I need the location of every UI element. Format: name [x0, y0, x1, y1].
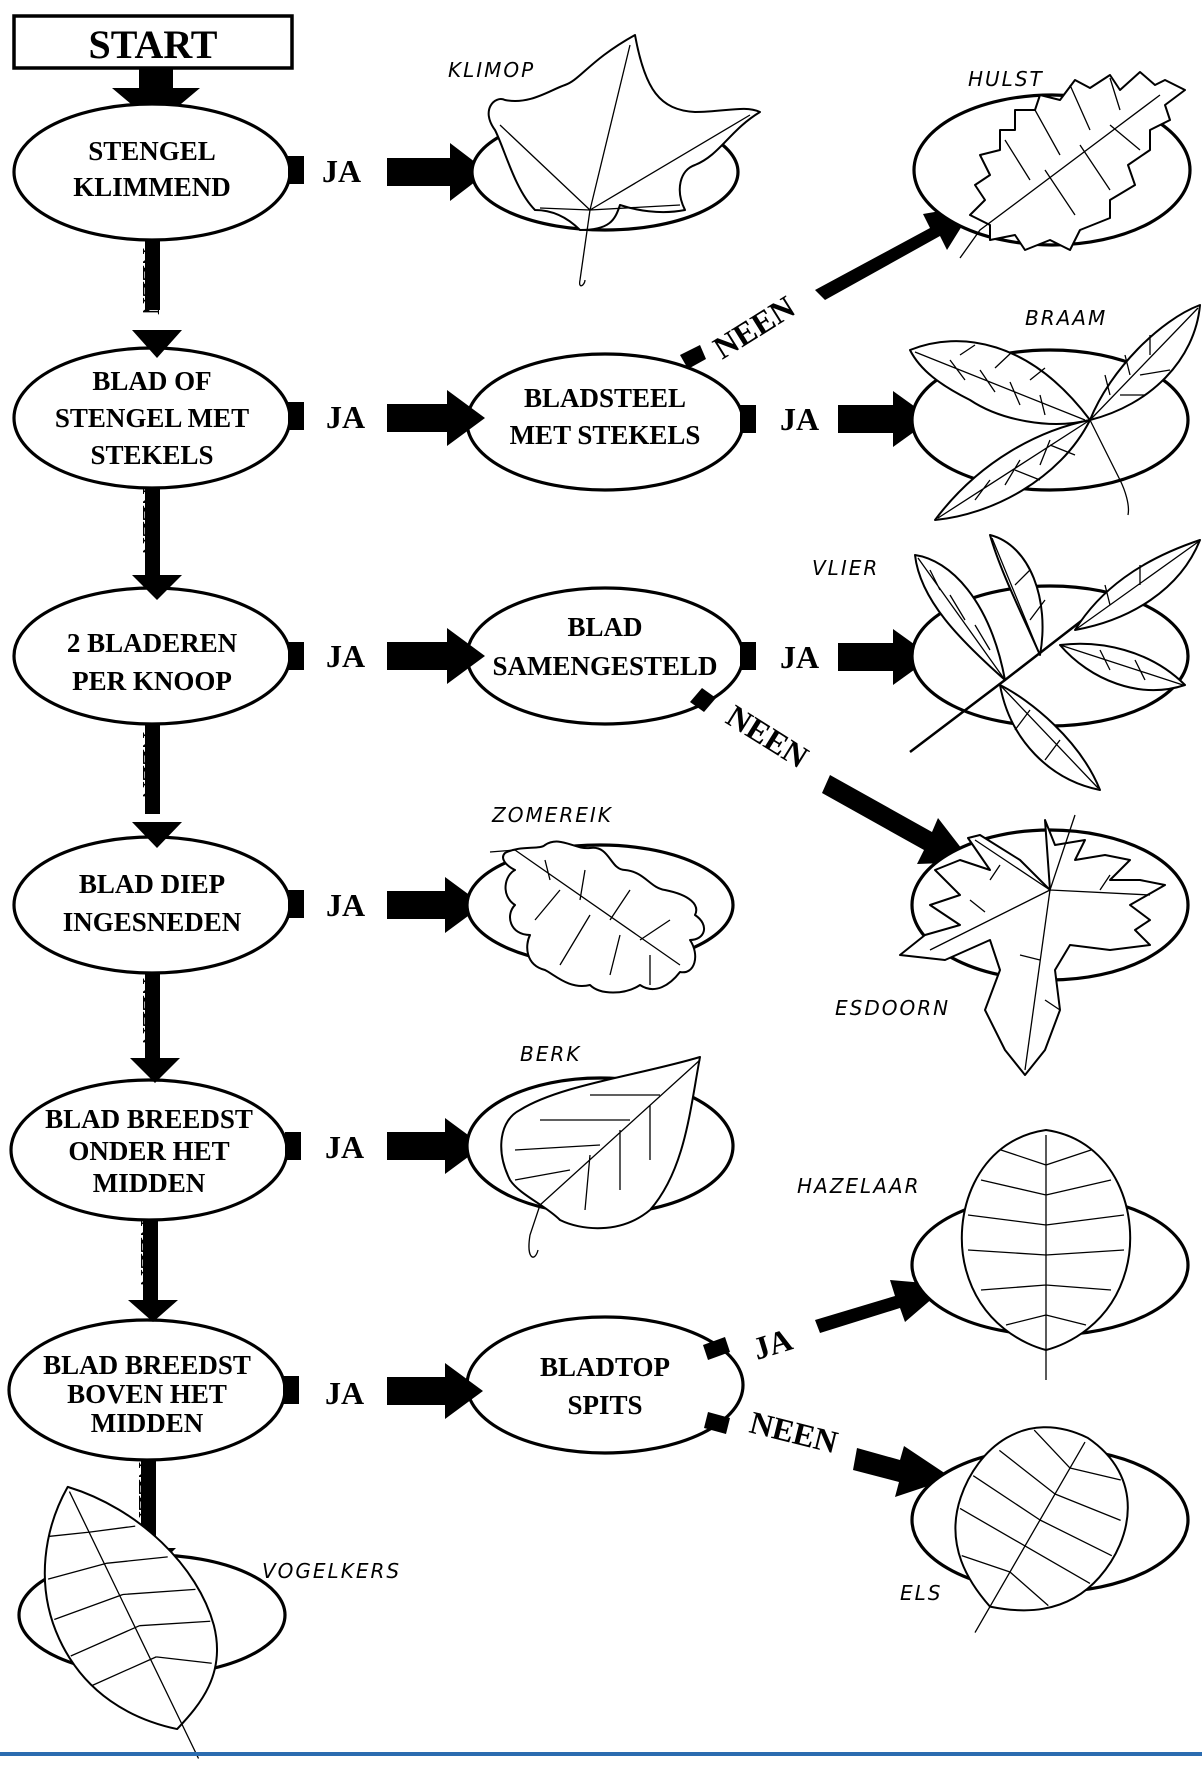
- svg-text:JA: JA: [326, 638, 365, 674]
- svg-text:JA: JA: [780, 401, 819, 437]
- ja-connector-berk: JA: [285, 1118, 483, 1174]
- svg-text:BLAD BREEDST: BLAD BREEDST: [43, 1350, 251, 1380]
- ja-connector-samengesteld: JA: [288, 628, 485, 684]
- svg-text:BLAD BREEDST: BLAD BREEDST: [45, 1104, 253, 1134]
- species-name-berk: BERK: [520, 1042, 581, 1066]
- svg-text:BOVEN HET: BOVEN HET: [67, 1379, 227, 1409]
- species-name-hulst: HULST: [968, 67, 1044, 91]
- start-label: START: [88, 22, 217, 67]
- question-blad-of-stengel-met-stekels: BLAD OF STENGEL MET STEKELS: [12, 346, 292, 490]
- maple-leaf-illustration: [899, 814, 1166, 1076]
- question-bladsteel-met-stekels: BLADSTEEL MET STEKELS: [465, 352, 745, 492]
- result-zomereik: ZOMEREIK: [465, 803, 735, 994]
- bird-cherry-leaf-illustration: [43, 1485, 219, 1759]
- hazel-leaf-illustration: [960, 1129, 1132, 1381]
- ja-connector-klimop: JA: [288, 143, 488, 201]
- svg-text:SPITS: SPITS: [567, 1390, 642, 1420]
- svg-text:STENGEL MET: STENGEL MET: [55, 403, 249, 433]
- neen-connector-esdoorn: NEEN: [690, 688, 972, 864]
- species-name-hazelaar: HAZELAAR: [797, 1174, 920, 1198]
- svg-text:NEEN: NEEN: [133, 1462, 159, 1529]
- svg-text:BLAD OF: BLAD OF: [92, 366, 211, 396]
- species-name-els: ELS: [900, 1581, 942, 1605]
- neen-connector-els: NEEN: [704, 1404, 952, 1497]
- elder-leaf-illustration: [909, 534, 1201, 791]
- birch-leaf-illustration: [500, 1056, 701, 1258]
- svg-text:STEKELS: STEKELS: [90, 440, 213, 470]
- result-klimop: KLIMOP: [448, 34, 761, 287]
- result-vogelkers: VOGELKERS: [17, 1485, 401, 1759]
- svg-text:MIDDEN: MIDDEN: [91, 1408, 204, 1438]
- neen-connector-1: NEEN: [132, 240, 182, 358]
- ja-connector-bladsteel: JA: [288, 390, 485, 446]
- species-name-esdoorn: ESDOORN: [835, 996, 950, 1020]
- svg-text:NEEN: NEEN: [137, 732, 163, 799]
- svg-text:SAMENGESTELD: SAMENGESTELD: [492, 651, 717, 681]
- result-esdoorn: ESDOORN: [835, 814, 1190, 1076]
- svg-text:JA: JA: [325, 1375, 364, 1411]
- ja-connector-bladtop: JA: [283, 1363, 483, 1419]
- result-hulst: HULST: [912, 67, 1192, 259]
- bramble-leaf-illustration: [909, 304, 1201, 521]
- result-els: ELS: [900, 1426, 1190, 1633]
- question-bladtop-spits: BLADTOP SPITS: [465, 1315, 745, 1455]
- holly-leaf-illustration: [959, 71, 1186, 259]
- svg-text:KLIMMEND: KLIMMEND: [73, 172, 231, 202]
- result-vlier: VLIER: [812, 534, 1201, 791]
- neen-connector-5: NEEN: [128, 1220, 178, 1322]
- svg-text:BLAD DIEP: BLAD DIEP: [79, 869, 225, 899]
- svg-text:NEEN: NEEN: [137, 248, 163, 315]
- svg-text:BLADTOP: BLADTOP: [540, 1352, 670, 1382]
- svg-text:INGESNEDEN: INGESNEDEN: [63, 907, 242, 937]
- svg-text:NEEN: NEEN: [137, 488, 163, 555]
- svg-text:2 BLADEREN: 2 BLADEREN: [67, 628, 238, 658]
- svg-text:JA: JA: [326, 887, 365, 923]
- svg-text:STENGEL: STENGEL: [88, 136, 216, 166]
- question-blad-breedst-onder-het-midden: BLAD BREEDST ONDER HET MIDDEN: [9, 1078, 289, 1222]
- neen-connector-2: NEEN: [132, 488, 182, 600]
- neen-connector-4: NEEN: [130, 973, 180, 1083]
- species-name-klimop: KLIMOP: [448, 58, 535, 82]
- svg-text:NEEN: NEEN: [746, 1404, 841, 1460]
- question-blad-diep-ingesneden: BLAD DIEP INGESNEDEN: [12, 835, 292, 975]
- result-braam: BRAAM: [909, 304, 1201, 521]
- species-name-zomereik: ZOMEREIK: [491, 803, 613, 827]
- question-blad-breedst-boven-het-midden: BLAD BREEDST BOVEN HET MIDDEN: [7, 1318, 287, 1462]
- neen-connector-3: NEEN: [132, 724, 182, 848]
- svg-text:JA: JA: [780, 639, 819, 675]
- svg-text:MET STEKELS: MET STEKELS: [510, 420, 701, 450]
- ja-connector-zomereik: JA: [288, 877, 483, 933]
- species-name-vogelkers: VOGELKERS: [262, 1559, 401, 1583]
- svg-text:JA: JA: [322, 153, 361, 189]
- svg-text:NEEN: NEEN: [720, 697, 814, 775]
- svg-text:JA: JA: [749, 1321, 797, 1367]
- question-2-bladeren-per-knoop: 2 BLADEREN PER KNOOP: [12, 586, 292, 726]
- svg-text:PER KNOOP: PER KNOOP: [72, 666, 232, 696]
- svg-text:NEEN: NEEN: [135, 1220, 161, 1287]
- oak-leaf-illustration: [489, 840, 705, 994]
- svg-text:ONDER HET: ONDER HET: [68, 1136, 229, 1166]
- start-arrow: [112, 68, 200, 125]
- svg-text:JA: JA: [325, 1129, 364, 1165]
- svg-text:MIDDEN: MIDDEN: [93, 1168, 206, 1198]
- svg-text:BLAD: BLAD: [567, 612, 642, 642]
- species-name-braam: BRAAM: [1025, 306, 1107, 330]
- ja-connector-braam: JA: [740, 391, 932, 447]
- ivy-leaf-illustration: [487, 34, 761, 287]
- ja-connector-hazelaar: JA: [703, 1280, 948, 1367]
- svg-text:BLADSTEEL: BLADSTEEL: [524, 383, 686, 413]
- footer-divider: [0, 1752, 1202, 1756]
- start-box: START: [12, 14, 294, 70]
- svg-text:JA: JA: [326, 399, 365, 435]
- svg-text:NEEN: NEEN: [137, 978, 163, 1045]
- svg-text:NEEN: NEEN: [707, 288, 801, 366]
- species-name-vlier: VLIER: [812, 556, 879, 580]
- result-berk: BERK: [465, 1042, 735, 1258]
- result-hazelaar: HAZELAAR: [797, 1129, 1190, 1381]
- ja-connector-vlier: JA: [740, 629, 932, 685]
- alder-leaf-illustration: [954, 1426, 1129, 1633]
- question-stengel-klimmend: STENGEL KLIMMEND: [12, 102, 292, 242]
